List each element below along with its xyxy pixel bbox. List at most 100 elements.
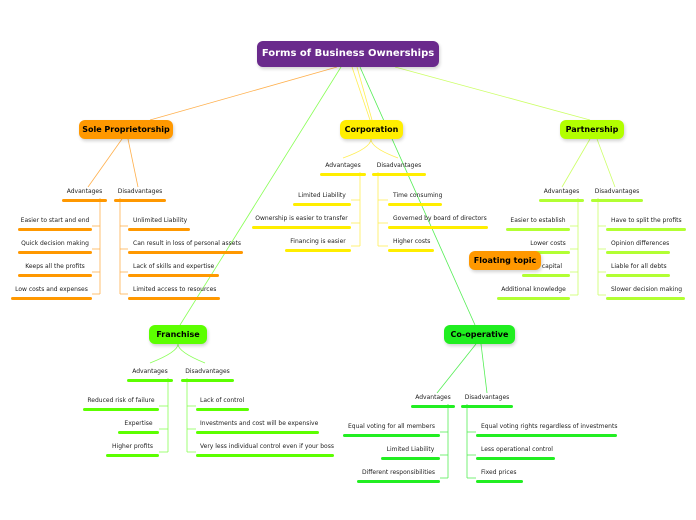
coop-adv-item[interactable]: Limited Liability xyxy=(381,446,440,460)
topic-franchise[interactable]: Franchise xyxy=(149,325,207,344)
sole-adv-item[interactable]: Keeps all the profits xyxy=(18,263,92,277)
item-label: Slower decision making xyxy=(611,286,683,293)
underline xyxy=(343,434,440,437)
part-disadvantages-label: Disadvantages xyxy=(594,188,640,195)
part-adv-item[interactable]: Easier to establish xyxy=(506,217,570,231)
corp-advantages-topic[interactable]: Advantages xyxy=(320,162,366,176)
fran-disadvantages-topic[interactable]: Disadvantages xyxy=(181,368,234,382)
item-label: Lower costs xyxy=(530,240,566,247)
part-advantages-label: Advantages xyxy=(543,188,580,195)
sole-advantages-topic[interactable]: Advantages xyxy=(62,188,107,202)
fran-adv-item[interactable]: Reduced risk of failure xyxy=(83,397,159,411)
coop-dis-item[interactable]: Equal voting rights regardless of invest… xyxy=(476,423,617,437)
fran-dis-item[interactable]: Very less individual control even if you… xyxy=(196,443,334,457)
connector-corp-dis xyxy=(370,138,399,159)
underline xyxy=(506,228,570,231)
sole-disadvantages-label: Disadvantages xyxy=(117,188,163,195)
coop-adv-item[interactable]: Equal voting for all members xyxy=(343,423,440,437)
item-label: Ownership is easier to transfer xyxy=(255,215,348,222)
item-label: Easier to start and end xyxy=(20,217,90,224)
underline xyxy=(118,431,159,434)
item-label: Investments and cost will be expensive xyxy=(200,420,319,427)
part-dis-item[interactable]: Liable for all debts xyxy=(606,263,670,277)
coop-disadvantages-topic[interactable]: Disadvantages xyxy=(461,394,513,408)
sole-disadvantages-topic[interactable]: Disadvantages xyxy=(114,188,166,202)
sole-dis-item[interactable]: Can result in loss of personal assets xyxy=(128,240,243,254)
corp-adv-item[interactable]: Ownership is easier to transfer xyxy=(252,215,351,229)
topic-sole-proprietorship[interactable]: Sole Proprietorship xyxy=(79,120,173,139)
part-adv-item[interactable]: Lower costs xyxy=(526,240,570,254)
connector-fran-dis xyxy=(177,343,206,364)
underline xyxy=(196,408,249,411)
underline xyxy=(252,226,351,229)
underline xyxy=(357,480,440,483)
fran-adv-item[interactable]: Expertise xyxy=(118,420,159,434)
item-label: Less operational control xyxy=(481,446,553,453)
part-adv-item[interactable]: capital xyxy=(522,263,570,277)
underline xyxy=(539,199,584,202)
underline xyxy=(372,173,426,176)
part-advantages-topic[interactable]: Advantages xyxy=(539,188,584,202)
corp-dis-item[interactable]: Higher costs xyxy=(388,238,434,252)
connector-sole-adv xyxy=(87,138,123,188)
sole-dis-item[interactable]: Lack of skills and expertise xyxy=(128,263,219,277)
corp-adv-item[interactable]: Financing is easier xyxy=(285,238,351,252)
fran-disadvantages-label: Disadvantages xyxy=(185,368,230,375)
topic-corporation[interactable]: Corporation xyxy=(340,120,403,139)
coop-disadvantages-label: Disadvantages xyxy=(464,394,510,401)
underline xyxy=(128,228,190,231)
part-dis-item[interactable]: Opinion differences xyxy=(606,240,670,254)
item-label: Keeps all the profits xyxy=(25,263,85,270)
fran-dis-item[interactable]: Investments and cost will be expensive xyxy=(196,420,319,434)
connector-part-adv xyxy=(561,138,591,188)
coop-dis-item[interactable]: Fixed prices xyxy=(476,469,523,483)
corp-disadvantages-topic[interactable]: Disadvantages xyxy=(372,162,426,176)
part-dis-item[interactable]: Have to split the profits xyxy=(606,217,686,231)
item-label: Governed by board of directors xyxy=(393,215,487,222)
coop-adv-item[interactable]: Different responsibilities xyxy=(357,469,440,483)
coop-advantages-topic[interactable]: Advantages xyxy=(411,394,455,408)
topic-partnership[interactable]: Partnership xyxy=(560,120,624,139)
item-label: Limited Liability xyxy=(298,192,346,199)
connector-root-sole xyxy=(149,66,338,121)
sole-adv-item[interactable]: Easier to start and end xyxy=(18,217,92,231)
topic-cooperative[interactable]: Co-operative xyxy=(444,325,515,344)
item-label: Very less individual control even if you… xyxy=(200,443,334,450)
corp-dis-item[interactable]: Time consuming xyxy=(388,192,442,206)
item-label: Low costs and expenses xyxy=(15,286,88,293)
underline xyxy=(606,297,685,300)
sole-adv-item[interactable]: Low costs and expenses xyxy=(11,286,92,300)
underline xyxy=(127,379,173,382)
corp-adv-item[interactable]: Limited Liability xyxy=(293,192,351,206)
item-label: Have to split the profits xyxy=(611,217,682,224)
item-label: Expertise xyxy=(124,420,153,427)
item-label: Different responsibilities xyxy=(361,469,436,476)
sole-adv-item[interactable]: Quick decision making xyxy=(18,240,92,254)
fran-dis-item[interactable]: Lack of control xyxy=(196,397,249,411)
underline xyxy=(606,274,670,277)
underline xyxy=(591,199,643,202)
floating-topic[interactable]: Floating topic xyxy=(469,251,541,270)
fran-adv-item[interactable]: Higher profits xyxy=(106,443,159,457)
connector-sole-dis xyxy=(127,138,139,188)
underline xyxy=(476,457,555,460)
part-adv-item[interactable]: Additional knowledge xyxy=(497,286,570,300)
sole-dis-item[interactable]: Limited access to resources xyxy=(128,286,220,300)
item-label: Unlimited Liability xyxy=(133,217,188,224)
item-label: Higher profits xyxy=(112,443,153,450)
part-disadvantages-topic[interactable]: Disadvantages xyxy=(591,188,643,202)
underline xyxy=(476,434,617,437)
coop-dis-item[interactable]: Less operational control xyxy=(476,446,555,460)
connector-root-part xyxy=(394,66,591,121)
connector-root-coop xyxy=(359,66,476,326)
central-topic[interactable]: Forms of Business Ownerships xyxy=(257,41,439,67)
corp-dis-item[interactable]: Governed by board of directors xyxy=(388,215,488,229)
underline xyxy=(522,274,570,277)
part-dis-item[interactable]: Slower decision making xyxy=(606,286,685,300)
underline xyxy=(411,405,455,408)
fran-advantages-topic[interactable]: Advantages xyxy=(127,368,173,382)
sole-dis-item[interactable]: Unlimited Liability xyxy=(128,217,190,231)
connector-root-corp-2 xyxy=(356,66,373,121)
connector-part-dis xyxy=(596,138,616,188)
item-label: Easier to establish xyxy=(510,217,566,224)
